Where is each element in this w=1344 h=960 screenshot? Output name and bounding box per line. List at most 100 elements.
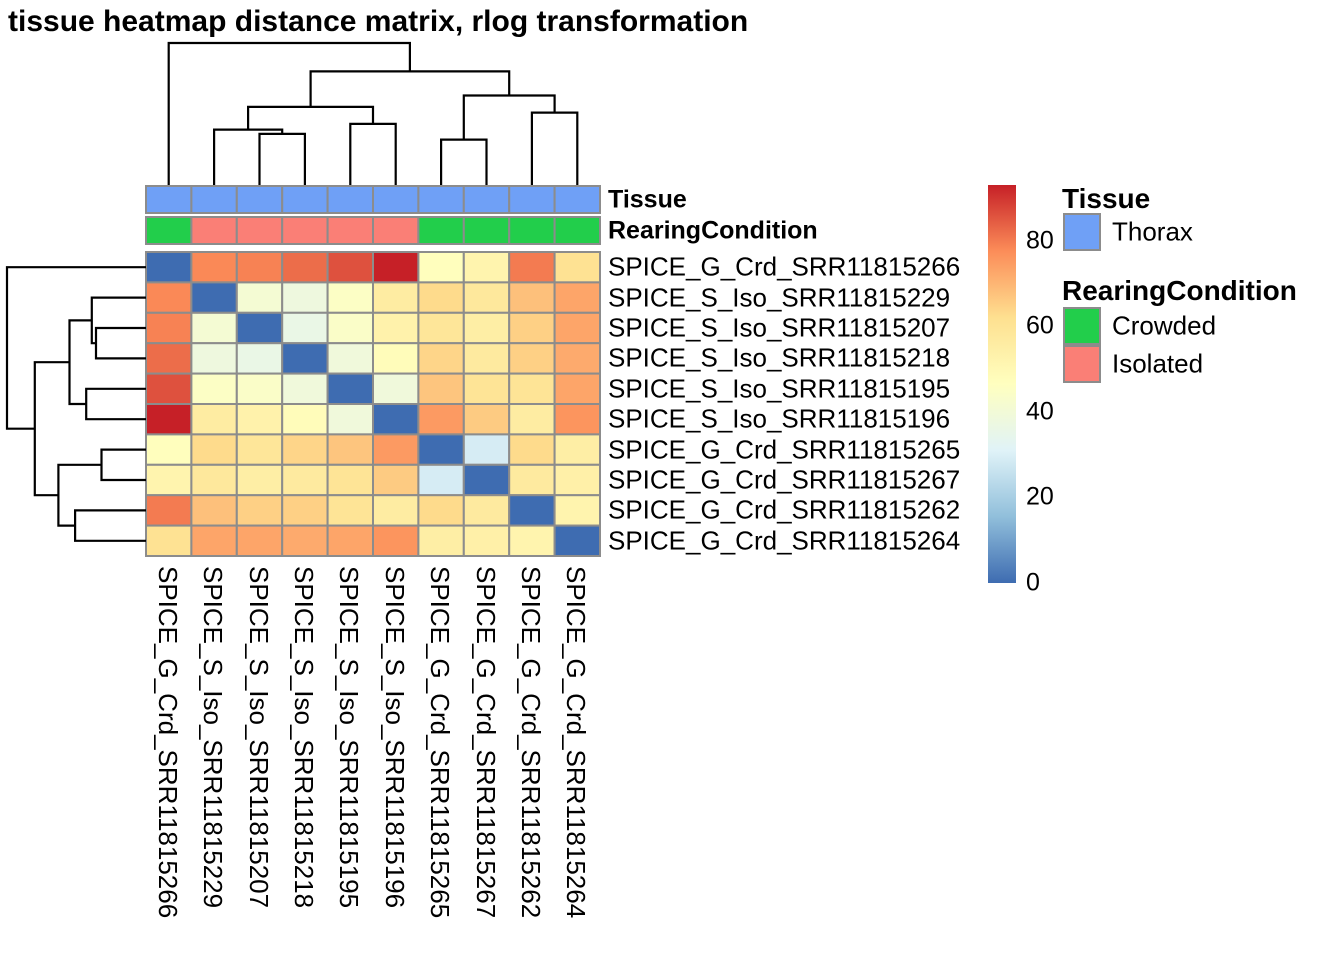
col-label: SPICE_G_Crd_SRR11815265 [425, 566, 456, 919]
row-label: SPICE_S_Iso_SRR11815195 [608, 373, 951, 404]
row-label: SPICE_S_Iso_SRR11815196 [608, 403, 951, 434]
annotation-cell [508, 216, 556, 245]
col-label: SPICE_S_Iso_SRR11815207 [243, 566, 274, 909]
heatmap-cell [508, 494, 556, 527]
heatmap-cell [235, 281, 284, 314]
heatmap-cell [145, 342, 193, 375]
heatmap-cell [145, 281, 193, 314]
heatmap-cell [372, 403, 420, 436]
col-label: SPICE_S_Iso_SRR11815218 [288, 566, 319, 909]
heatmap-cell [553, 433, 601, 466]
heatmap-cell [235, 463, 284, 497]
heatmap-cell [508, 342, 556, 375]
heatmap-cell [190, 281, 238, 314]
col-label: SPICE_G_Crd_SRR11815266 [152, 566, 183, 919]
heatmap-cell [190, 403, 238, 436]
annotation-row-label-rearingcondition: RearingCondition [608, 216, 818, 245]
heatmap-cell [281, 372, 329, 406]
heatmap-cell [462, 403, 511, 436]
heatmap-cell [508, 281, 556, 314]
heatmap-cell [417, 251, 465, 284]
heatmap-cell [372, 251, 420, 284]
row-label: SPICE_G_Crd_SRR11815262 [608, 494, 961, 525]
heatmap-cell [508, 311, 556, 345]
chart-title: tissue heatmap distance matrix, rlog tra… [8, 5, 749, 38]
heatmap-cell [190, 251, 238, 284]
heatmap-cell [281, 433, 329, 466]
heatmap-cell [190, 342, 238, 375]
heatmap-cell [326, 433, 375, 466]
annotation-cell [417, 216, 465, 245]
heatmap-cell [235, 372, 284, 406]
heatmap-cell [281, 251, 329, 284]
heatmap-cell [508, 463, 556, 497]
heatmap-cell [462, 372, 511, 406]
heatmap-cell [281, 403, 329, 436]
heatmap-cell [145, 433, 193, 466]
heatmap-cell [145, 463, 193, 497]
heatmap-cell [190, 463, 238, 497]
heatmap-cell [235, 403, 284, 436]
heatmap-cell [553, 281, 601, 314]
heatmap-cell [417, 311, 465, 345]
heatmap-cell [372, 494, 420, 527]
annotation-cell [326, 185, 375, 214]
annotation-cell [553, 185, 601, 214]
heatmap-cell [145, 311, 193, 345]
legend-item-label: Thorax [1112, 216, 1193, 247]
colorbar-tick-label: 0 [1026, 568, 1040, 597]
annotation-cell [145, 185, 193, 214]
heatmap-cell [462, 251, 511, 284]
annotation-cell [372, 185, 420, 214]
heatmap-cell [281, 342, 329, 375]
heatmap-cell [190, 372, 238, 406]
heatmap-cell [508, 403, 556, 436]
heatmap-cell [508, 251, 556, 284]
annotation-cell [553, 216, 601, 245]
heatmap-cell [372, 281, 420, 314]
annotation-cell [508, 185, 556, 214]
colorbar [988, 185, 1016, 583]
annotation-row-label-tissue: Tissue [608, 185, 687, 214]
heatmap-cell [281, 494, 329, 527]
heatmap-cell [417, 372, 465, 406]
heatmap-cell [462, 463, 511, 497]
colorbar-tick-label: 80 [1026, 226, 1054, 255]
heatmap-cell [462, 433, 511, 466]
heatmap-cell [372, 433, 420, 466]
heatmap-cell [508, 372, 556, 406]
col-dendrogram [167, 41, 579, 185]
heatmap-cell [553, 463, 601, 497]
heatmap-cell [145, 494, 193, 527]
heatmap-cell [235, 433, 284, 466]
heatmap-cell [508, 433, 556, 466]
heatmap-cell [235, 311, 284, 345]
heatmap-cell [326, 463, 375, 497]
row-dendrogram [5, 266, 146, 542]
heatmap-cell [372, 311, 420, 345]
col-label: SPICE_G_Crd_SRR11815267 [470, 566, 501, 919]
heatmap-cell [145, 372, 193, 406]
legend-item-label: Isolated [1112, 348, 1204, 379]
legend-swatch [1063, 213, 1101, 251]
col-label: SPICE_S_Iso_SRR11815195 [334, 566, 365, 909]
heatmap-cell [417, 433, 465, 466]
legend-item-label: Crowded [1112, 310, 1217, 341]
annotation-cell [462, 216, 511, 245]
colorbar-tick-label: 60 [1026, 311, 1054, 340]
row-label: SPICE_G_Crd_SRR11815267 [608, 464, 961, 495]
heatmap-cell [553, 372, 601, 406]
heatmap-cell [235, 494, 284, 527]
heatmap-cell [190, 433, 238, 466]
legend-swatch [1063, 307, 1101, 345]
heatmap-cell [326, 494, 375, 527]
legend-group-title: RearingCondition [1062, 275, 1297, 306]
heatmap-cell [326, 311, 375, 345]
heatmap-cell [553, 311, 601, 345]
heatmap-cell [417, 403, 465, 436]
row-label: SPICE_S_Iso_SRR11815218 [608, 342, 951, 373]
heatmap-cell [326, 524, 375, 557]
row-label: SPICE_S_Iso_SRR11815229 [608, 282, 951, 313]
heatmap-cell [553, 342, 601, 375]
